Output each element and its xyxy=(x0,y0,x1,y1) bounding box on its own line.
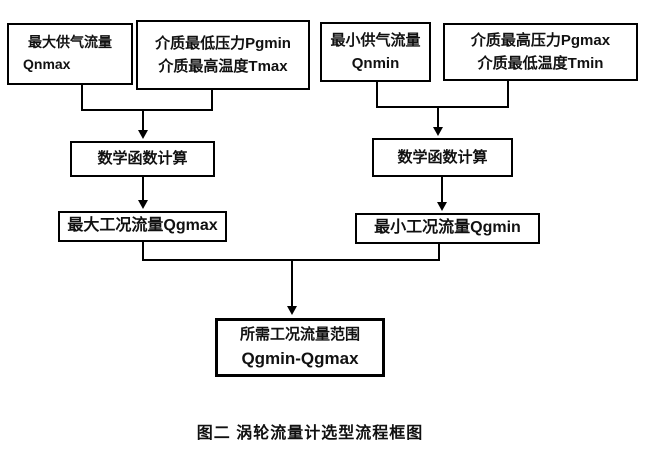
node-min-supply-flow: 最小供气流量 Qnmin xyxy=(320,22,431,82)
node-math-calc-left: 数学函数计算 xyxy=(70,141,215,177)
arrowhead-down-icon xyxy=(433,127,443,136)
node-math-calc-right: 数学函数计算 xyxy=(372,138,513,177)
arrowhead-down-icon xyxy=(287,306,297,315)
node-min-pressure-max-temp: 介质最低压力Pgmin 介质最高温度Tmax xyxy=(136,20,310,90)
connector-line xyxy=(437,106,439,127)
connector-line xyxy=(376,106,509,108)
connector-line xyxy=(142,177,144,201)
arrowhead-down-icon xyxy=(437,202,447,211)
connector-line xyxy=(507,81,509,108)
connector-line xyxy=(81,85,83,111)
connector-line xyxy=(438,244,440,261)
node-min-working-flow: 最小工况流量Qgmin xyxy=(355,213,540,244)
node-max-supply-flow: 最大供气流量 Qnmax xyxy=(7,23,133,85)
node-max-working-flow: 最大工况流量Qgmax xyxy=(58,211,227,242)
node-label: 数学函数计算 xyxy=(97,150,188,168)
node-label-line1: 最小供气流量 xyxy=(330,31,421,49)
connector-line xyxy=(142,109,144,131)
connector-line xyxy=(211,90,213,111)
connector-line xyxy=(81,109,213,111)
node-required-flow-range: 所需工况流量范围 Qgmin-Qgmax xyxy=(215,318,385,377)
node-label: 最小工况流量Qgmin xyxy=(374,219,521,237)
node-label-line1: 介质最低压力Pgmin xyxy=(155,34,291,52)
node-label-line2: 介质最低温度Tmin xyxy=(477,55,604,72)
node-label: 数学函数计算 xyxy=(397,148,488,166)
connector-line xyxy=(441,177,443,202)
arrowhead-down-icon xyxy=(138,130,148,139)
node-label-line1: 最大供气流量 xyxy=(28,34,112,51)
figure-caption: 图二 涡轮流量计选型流程框图 xyxy=(196,425,424,442)
node-label-line2: Qnmin xyxy=(351,55,400,72)
node-label-line1: 介质最高压力Pgmax xyxy=(470,31,611,49)
node-label: 最大工况流量Qgmax xyxy=(67,217,218,235)
node-label-line2: Qnmax xyxy=(23,56,71,72)
node-label-line2: Qgmin-Qgmax xyxy=(241,348,359,368)
node-max-pressure-min-temp: 介质最高压力Pgmax 介质最低温度Tmin xyxy=(443,23,638,81)
connector-line xyxy=(291,259,293,306)
node-label-line2: 介质最高温度Tmax xyxy=(158,58,288,75)
connector-line xyxy=(142,242,144,261)
arrowhead-down-icon xyxy=(138,200,148,209)
connector-line xyxy=(376,82,378,108)
node-label-line1: 所需工况流量范围 xyxy=(239,325,360,343)
